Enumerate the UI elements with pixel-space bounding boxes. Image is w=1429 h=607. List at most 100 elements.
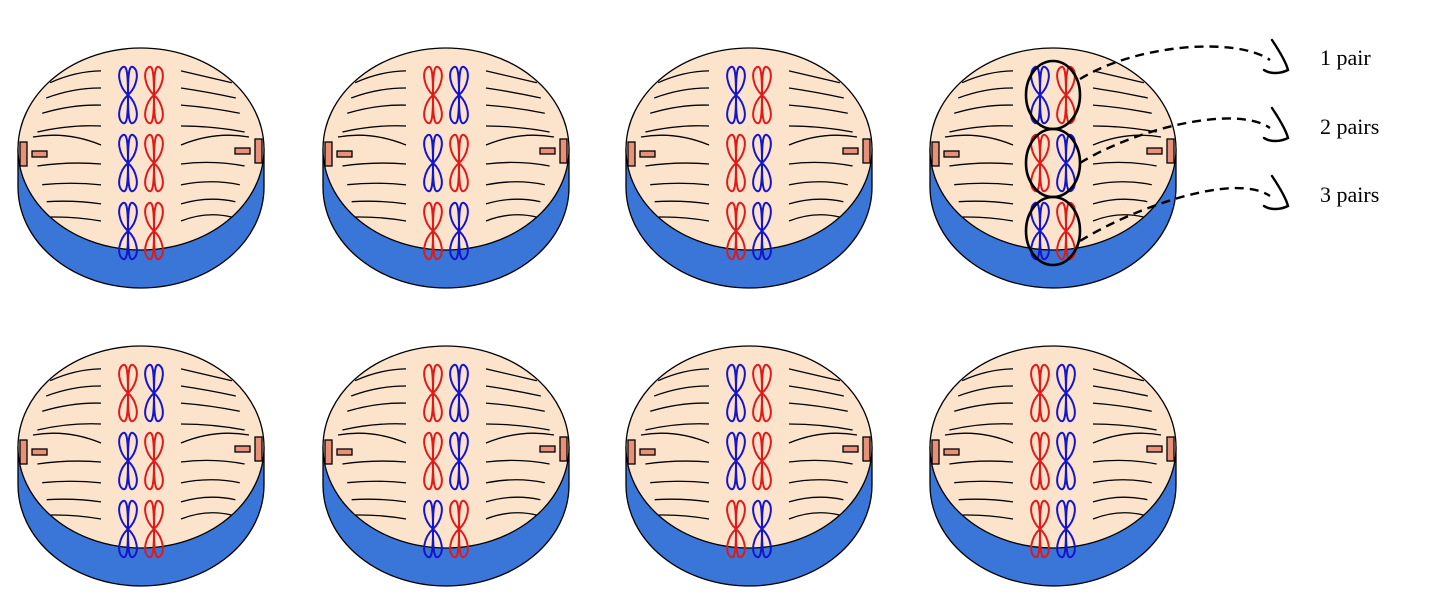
centriole-vertical xyxy=(862,138,871,164)
chromatid-upper-right xyxy=(152,499,164,532)
spindle-fiber xyxy=(354,368,407,382)
spindle-fiber xyxy=(180,479,240,484)
spindle-fiber xyxy=(788,459,853,465)
spindle-fiber xyxy=(32,432,102,444)
spindle-fiber xyxy=(1092,368,1144,382)
chromosome xyxy=(118,431,138,491)
chromatid-lower-right xyxy=(431,228,443,261)
chromatid-lower-right xyxy=(1064,92,1076,125)
right-centrosome xyxy=(1146,436,1175,462)
cell-top-face xyxy=(17,47,265,251)
right-centrosome xyxy=(842,436,871,462)
spindle-fiber xyxy=(350,87,407,99)
chromosome xyxy=(1056,431,1076,491)
centriole-vertical xyxy=(254,138,263,164)
spindle-fiber xyxy=(485,181,545,186)
spindle-fiber xyxy=(645,125,710,133)
spindle-fiber xyxy=(962,514,1014,520)
chromatid-lower-right xyxy=(152,228,164,261)
chromatid-lower-right xyxy=(1064,390,1076,423)
chromosome xyxy=(423,431,443,491)
chromosome xyxy=(726,201,746,261)
chromatid-upper-right xyxy=(1038,499,1050,532)
spindle-fiber xyxy=(342,460,407,465)
chromatid-lower-right xyxy=(431,526,443,559)
centriole-vertical xyxy=(931,439,940,465)
chromatid-lower-right xyxy=(431,458,443,491)
spindle-fiber xyxy=(347,182,407,186)
cell-top-face xyxy=(929,47,1177,251)
spindle-fiber xyxy=(1092,402,1152,412)
chromatid-lower-right xyxy=(1038,390,1050,423)
dashed-arrow-line xyxy=(1079,187,1271,243)
spindle-fiber xyxy=(1092,459,1157,465)
spindle-fiber xyxy=(1092,512,1144,520)
spindle-fiber xyxy=(485,214,537,222)
chromatid-lower-right xyxy=(126,390,138,423)
chromatid-lower-right xyxy=(734,92,746,125)
chromosome xyxy=(752,65,772,125)
centriole-horizontal xyxy=(539,147,556,155)
spindle-fiber xyxy=(180,512,232,520)
left-centrosome xyxy=(324,439,353,465)
spindle-fiber xyxy=(954,480,1014,484)
right-centrosome xyxy=(234,138,263,164)
right-centrosome xyxy=(539,436,568,462)
centriole-vertical xyxy=(1166,436,1175,462)
spindle-fiber xyxy=(180,423,245,431)
chromatid-upper-right xyxy=(457,499,469,532)
chromatid-upper-right xyxy=(126,201,138,234)
left-centrosome xyxy=(627,141,656,167)
spindle-fiber xyxy=(657,368,710,382)
chromatid-upper-right xyxy=(760,431,772,464)
chromosome xyxy=(752,499,772,559)
pair-arrow-1 xyxy=(1079,38,1290,81)
spindle-fiber xyxy=(485,134,555,146)
spindle-fiber xyxy=(337,134,407,146)
spindle-fiber xyxy=(788,134,858,146)
spindle-fibers xyxy=(944,368,1162,520)
spindle-fiber xyxy=(347,480,407,484)
chromosome xyxy=(752,363,772,423)
chromatid-lower-right xyxy=(734,160,746,193)
spindle-fibers xyxy=(640,368,858,520)
chromatid-upper-right xyxy=(1038,133,1050,166)
chromosome xyxy=(144,65,164,125)
chromatid-upper-right xyxy=(1064,363,1076,396)
spindle-fiber xyxy=(640,134,710,146)
chromosome xyxy=(144,201,164,261)
spindle-fiber xyxy=(180,214,232,222)
chromosome xyxy=(118,65,138,125)
spindle-fiber xyxy=(485,432,555,444)
chromatid-lower-right xyxy=(457,92,469,125)
chromosome xyxy=(726,499,746,559)
centriole-horizontal xyxy=(336,150,353,158)
chromatid-upper-right xyxy=(734,201,746,234)
cell-top-face xyxy=(625,345,873,549)
chromatid-lower-right xyxy=(1064,526,1076,559)
chromatid-lower-right xyxy=(1038,526,1050,559)
chromatid-upper-right xyxy=(760,201,772,234)
chromatid-upper-right xyxy=(1064,499,1076,532)
centriole-horizontal xyxy=(31,150,48,158)
pair-arrow-3 xyxy=(1079,174,1290,243)
chromosome xyxy=(1056,499,1076,559)
spindle-fiber xyxy=(42,402,102,412)
spindle-fiber xyxy=(485,198,541,205)
chromatid-lower-right xyxy=(152,458,164,491)
arrow-head xyxy=(1262,106,1290,143)
chromatid-lower-right xyxy=(457,160,469,193)
chromatid-lower-right xyxy=(760,160,772,193)
spindle-fiber xyxy=(949,460,1014,465)
spindle-fiber xyxy=(788,125,853,133)
spindle-fiber xyxy=(645,423,710,431)
chromosome xyxy=(752,133,772,193)
spindle-fiber xyxy=(1092,423,1157,431)
spindle-fiber xyxy=(788,496,844,503)
chromosome xyxy=(118,133,138,193)
chromosome xyxy=(144,499,164,559)
chromatid-lower-right xyxy=(760,526,772,559)
dashed-arrow-line xyxy=(1079,117,1271,165)
spindle-fiber xyxy=(485,479,545,484)
chromatid-lower-right xyxy=(734,526,746,559)
